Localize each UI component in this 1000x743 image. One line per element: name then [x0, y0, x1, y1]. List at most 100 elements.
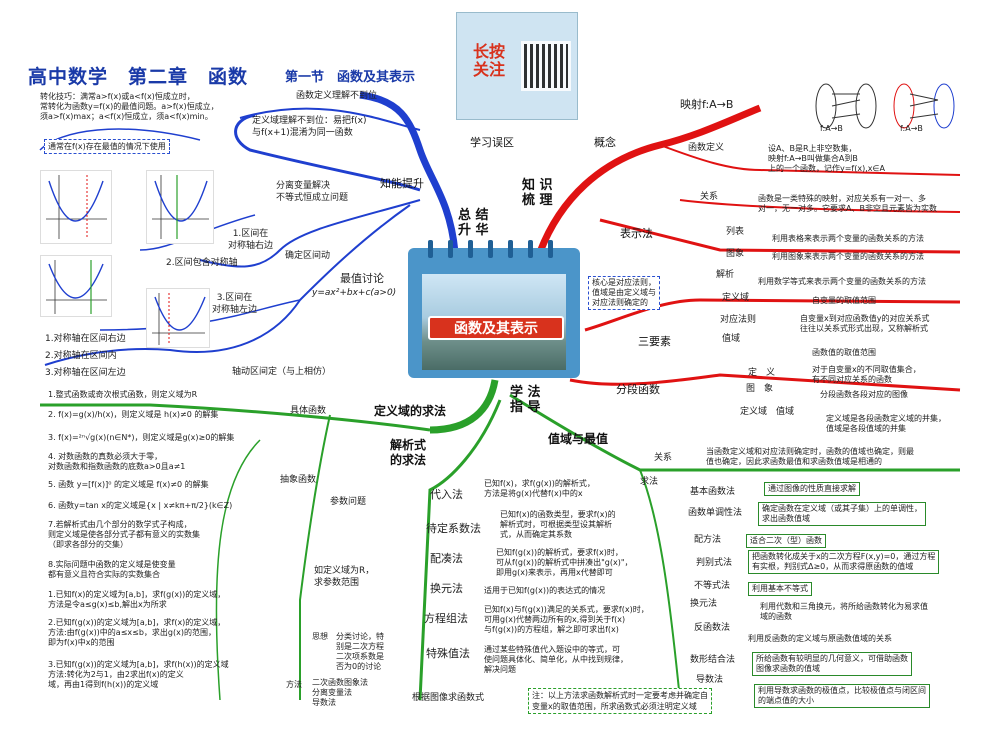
- j8: 8.实际问题中函数的定义域是使变量 都有意义且符合实际的实数集合: [48, 560, 176, 579]
- red-sub4: [659, 144, 961, 176]
- sixiang: 思想: [312, 632, 328, 641]
- center-topic-card: 函数及其表示: [408, 240, 580, 378]
- m6-text: 通过某些特殊值代入题设中的等式，可 使问题具体化、简单化，从中找到规律， 解决问…: [484, 645, 628, 674]
- r8: 数形结合法: [690, 655, 736, 665]
- parabola-graph-4: [146, 288, 210, 348]
- liebiao: 列表: [726, 227, 745, 237]
- qr-card[interactable]: 长按 关注: [456, 12, 578, 120]
- sys-dingyiyu: 定义域: [722, 293, 750, 303]
- zhou-1: 1.对称轴在区间右边: [45, 334, 126, 344]
- branch-jiexishi: 解析式 的求法: [390, 438, 427, 467]
- r4: 判别式法: [696, 558, 733, 568]
- sixiang-text: 分类讨论，特 别是二次方程 二次项系数是 否为0的讨论: [336, 632, 384, 671]
- canshu-p1: 如定义域为R， 求参数范围: [314, 566, 375, 588]
- blue-sub1: [234, 113, 421, 192]
- fangfa-text: 二次函数图象法 分离变量法 导数法: [312, 678, 368, 707]
- r6-text: 利用代数和三角换元，将所给函数转化为易求值 域的函数: [760, 602, 928, 621]
- guanxi-text: 函数是一类特殊的映射，对应关系有一对一、多 对一，无一对多。它要求A、B非空且元…: [758, 194, 937, 213]
- sys-zhiyu: 值域: [722, 334, 741, 344]
- wuqu-1: 函数定义理解不到位: [296, 91, 378, 101]
- zuizhi: 最值讨论: [340, 272, 384, 285]
- branch-dingyiyu: 定义域的求法: [374, 404, 447, 418]
- qu-1: 1.区间在 对称轴右边: [228, 229, 274, 251]
- branch-xuexiwuqu: 学习误区: [470, 136, 514, 149]
- fd-tuxiang: 图 象: [746, 384, 774, 394]
- r2-box: 确定函数在定义域（或其子集）上的单调性， 求出函数值域: [758, 502, 926, 526]
- r7-text: 利用反函数的定义域与原函数值域的关系: [748, 634, 892, 643]
- branch-fenduan: 分段函数: [616, 383, 660, 396]
- center-topic-label: 函数及其表示: [428, 316, 564, 340]
- green-sub4: [639, 469, 681, 701]
- c3: 3.已知f(g(x))的定义域为[a,b]，求f(h(x))的定义域 方法:转化…: [48, 660, 229, 689]
- branch-sanyaosu: 三要素: [638, 335, 671, 348]
- branch-gainian: 概念: [594, 136, 616, 149]
- r7: 反函数法: [694, 623, 731, 633]
- fangfa: 方法: [286, 680, 302, 689]
- m4-text: 适用于已知f(g(x))的表达式的情况: [484, 586, 606, 595]
- parabola-graph-3: [40, 255, 112, 317]
- green-trunk: [429, 379, 499, 434]
- note-box: 通常在f(x)存在最值的情况下使用: [44, 139, 170, 154]
- jiexi-text: 利用数学等式来表示两个变量的函数关系的方法: [758, 277, 926, 286]
- canshu: 参数问题: [330, 497, 367, 507]
- m6: 特殊值法: [426, 647, 470, 660]
- fd-dingyi: 定 义: [748, 368, 776, 378]
- r5: 不等式法: [694, 581, 731, 591]
- m3: 配凑法: [430, 552, 463, 565]
- liebiao-text: 利用表格来表示两个变量的函数关系的方法: [772, 234, 924, 243]
- j5: 5. 函数 y=[f(x)]⁰ 的定义域是 f(x)≠0 的解集: [48, 480, 209, 489]
- sys-duiying: 对应法则: [720, 315, 757, 325]
- branch-zhinengtisheng: 知能提升: [380, 177, 424, 190]
- guanxi: 关系: [700, 192, 719, 202]
- r1: 基本函数法: [690, 487, 736, 497]
- qu-2: 2.区间包含对称轴: [166, 258, 238, 268]
- qu-3: 3.区间在 对称轴左边: [212, 293, 258, 315]
- red-trunk: [536, 104, 762, 254]
- red-sub3: [569, 373, 961, 392]
- method-note: 注：以上方法求函数解析式时一定要考虑并确定自 变量x的取值范围，所求函数式必须注…: [528, 688, 712, 714]
- qr-headline: 长按 关注: [472, 42, 505, 79]
- j7: 7.若解析式由几个部分的数学式子构成， 则定义域是使各部分式子都有意义的实数集 …: [48, 520, 200, 549]
- mapping-caption-left: f:A→B: [820, 124, 843, 133]
- green-sub3: [509, 393, 960, 472]
- blue-sub2: [199, 199, 421, 268]
- j3: 3. f(x)=²ⁿ√g(x)(n∈N*)，则定义域是g(x)≥0的解集: [48, 433, 235, 442]
- green-sub6: [215, 439, 261, 701]
- m3-text: 已知f(g(x))的解析式，要求f(x)时， 可从f(g(x))的解析式中拼凑出…: [496, 548, 633, 577]
- green-sub5: [299, 414, 331, 700]
- m2: 待定系数法: [426, 522, 481, 535]
- c2: 2.已知f(g(x))的定义域为[a,b]，求f(x)的定义域， 方法:由f(g…: [48, 618, 226, 647]
- zhou-3: 3.对称轴在区间左边: [45, 368, 126, 378]
- blue-sub7: [99, 299, 301, 331]
- quding: 确定区间动: [285, 251, 331, 261]
- j6: 6. 函数y=tan x的定义域是{x | x≠kπ+π/2}(k∈Z): [48, 501, 233, 510]
- fd-tuxiang-text: 分段函数各段对应的图像: [820, 390, 908, 399]
- mapping-diagrams: [815, 83, 955, 129]
- fd-dingyi-text: 对于自变量x的不同取值集合， 有不同对应关系的函数: [812, 365, 921, 384]
- zhoudong: 轴动区间定（与上相仿）: [232, 367, 332, 377]
- r6: 换元法: [690, 599, 718, 609]
- m1-text: 已知f(x)，求f(g(x))的解析式， 方法是将g(x)代替f(x)中的x: [484, 479, 595, 498]
- blue-sub4: [239, 107, 421, 131]
- branch-biaoshifa: 表示法: [620, 227, 653, 240]
- r3-box: 适合二次（型）函数: [746, 534, 826, 548]
- sys-dingyiyu-text: 自变量的取值范围: [812, 296, 876, 305]
- branch-zongjie: 总 结 升 华: [458, 208, 489, 238]
- m5: 方程组法: [424, 612, 468, 625]
- fd-dingyiyu-text: 定义域是各段函数定义域的并集， 值域是各段值域的并集: [826, 414, 946, 433]
- yingshe: 映射f:A→B: [680, 98, 734, 111]
- m2-text: 已知f(x)的函数类型，要求f(x)的 解析式时，可根据类型设其解析 式，从而确…: [500, 510, 616, 539]
- r5-box: 利用基本不等式: [748, 582, 812, 596]
- j1: 1.整式函数或奇次根式函数，则定义域为R: [48, 390, 198, 399]
- r3: 配方法: [694, 535, 722, 545]
- chouxiang: 抽象函数: [280, 475, 317, 485]
- r4-box: 把函数转化成关于x的二次方程F(x,y)=0，通过方程 有实根，判别式Δ≥0，从…: [748, 550, 940, 574]
- zhuanhua-text: 转化技巧：满常a>f(x)或a<f(x)恒成立时， 常转化为函数y=f(x)的最…: [40, 92, 219, 121]
- sys-duiying-text: 自变量x到对应函数值y的对应关系式 往往以关系式形式出现，又称解析式: [800, 314, 930, 333]
- tuxiang-text: 利用图象来表示两个变量的函数关系的方法: [772, 252, 924, 261]
- hexin-note: 核心是对应法则， 值域是由定义域与 对应法则确定的: [588, 276, 660, 310]
- branch-xuefa: 学 法 指 导: [510, 385, 541, 415]
- parabola-graph-1: [40, 170, 112, 244]
- r9: 导数法: [696, 675, 724, 685]
